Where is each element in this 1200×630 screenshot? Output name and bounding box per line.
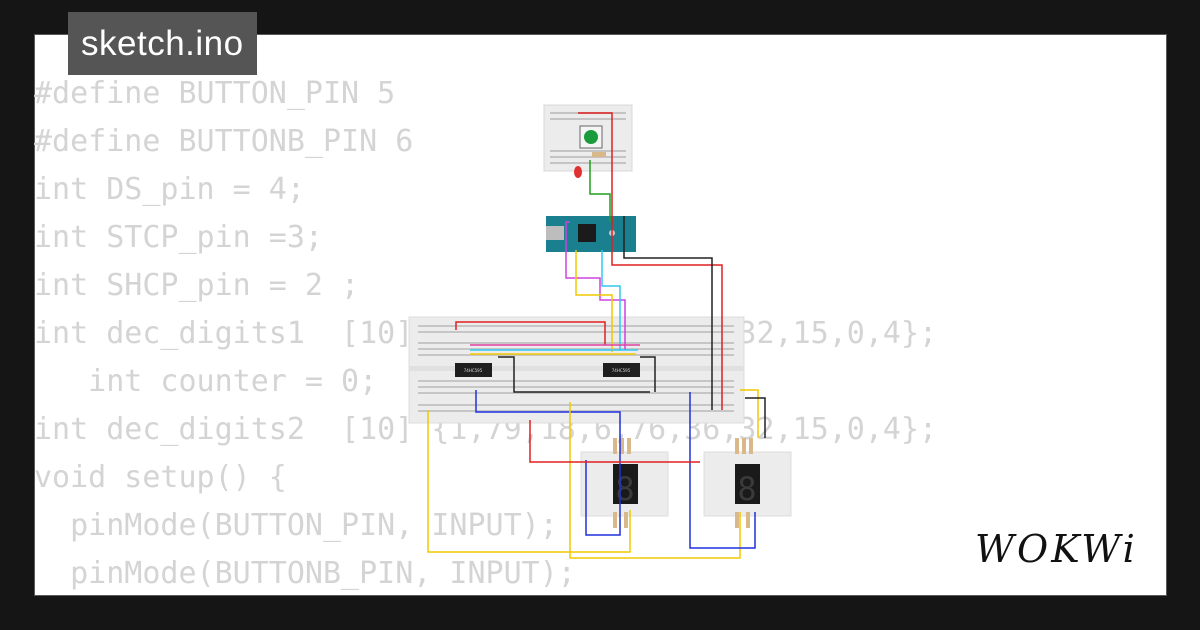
code-line: #define BUTTONB_PIN 6 bbox=[34, 124, 414, 159]
wire-red-3 bbox=[529, 420, 700, 463]
wire-black bbox=[623, 216, 713, 410]
breadboard-channel bbox=[409, 366, 744, 371]
code-line: int SHCP_pin = 2 ; bbox=[34, 268, 360, 303]
wokwi-logo: WOKWi bbox=[975, 527, 1138, 571]
file-tab-title[interactable]: sketch.ino bbox=[68, 12, 257, 75]
breadboard-main-holes bbox=[418, 325, 734, 412]
code-line: pinMode(BUTTONB_PIN, INPUT); bbox=[34, 556, 576, 591]
wire-magenta bbox=[565, 221, 626, 350]
wire-cyan bbox=[601, 250, 621, 350]
code-line: int counter = 0; bbox=[34, 364, 378, 399]
usb-port bbox=[546, 226, 564, 240]
wire-black-2 bbox=[498, 356, 650, 393]
resistor bbox=[592, 152, 606, 157]
wire-red-2 bbox=[455, 321, 606, 345]
code-line: int DS_pin = 4; bbox=[34, 172, 305, 207]
wire-yellow-3 bbox=[569, 402, 741, 559]
wire-red bbox=[578, 112, 723, 410]
code-line: pinMode(BUTTON_PIN, INPUT); bbox=[34, 508, 558, 543]
segment-digit: 8 bbox=[737, 470, 756, 508]
wire-black-3 bbox=[640, 356, 656, 392]
shift-register-1 bbox=[455, 363, 492, 377]
chip-label: 74HC595 bbox=[464, 368, 483, 373]
led[interactable] bbox=[574, 166, 582, 178]
seven-segment-left bbox=[613, 464, 638, 504]
wire-blue-2 bbox=[689, 392, 756, 549]
code-line: #define BUTTON_PIN 5 bbox=[34, 76, 396, 111]
chip-label: 74HC595 bbox=[612, 368, 631, 373]
shift-register-2 bbox=[603, 363, 640, 377]
code-line: int STCP_pin =3; bbox=[34, 220, 323, 255]
wire-yellow-2 bbox=[427, 410, 631, 553]
resistors bbox=[613, 438, 753, 528]
wire-green bbox=[589, 160, 611, 222]
push-button-cap[interactable] bbox=[584, 130, 598, 144]
code-line: void setup() { bbox=[34, 460, 287, 495]
wire-yellow-4 bbox=[740, 389, 759, 438]
microcontroller-chip bbox=[578, 224, 596, 242]
wire-yellow bbox=[575, 250, 613, 352]
wire-black-4 bbox=[745, 397, 766, 438]
wire-blue bbox=[475, 390, 621, 536]
wires bbox=[427, 112, 766, 559]
seven-segment-right bbox=[735, 464, 760, 504]
segment-digit: 8 bbox=[615, 470, 634, 508]
